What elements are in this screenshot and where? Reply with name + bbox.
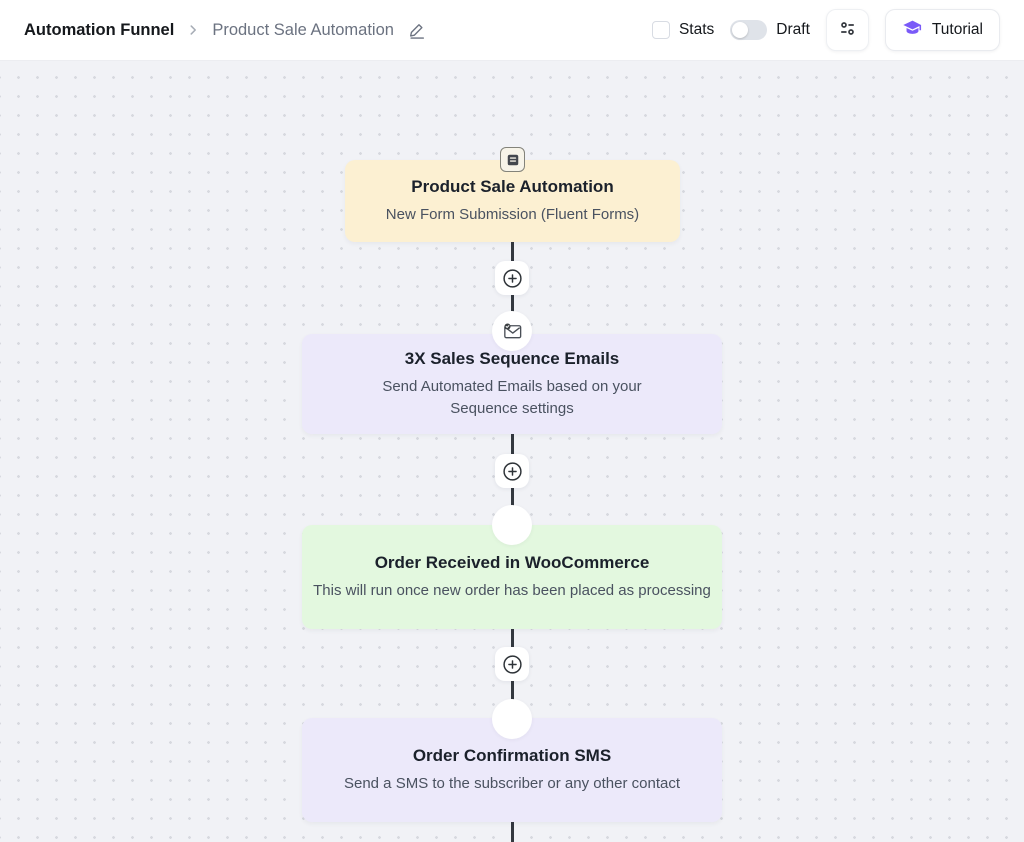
node-subtitle: This will run once new order has been pl…: [313, 581, 711, 599]
email-check-icon: [492, 311, 532, 351]
node-title: 3X Sales Sequence Emails: [404, 349, 620, 369]
node-title: Product Sale Automation: [411, 176, 614, 196]
node-woocommerce-benchmark[interactable]: Order Received in WooCommerce This will …: [302, 525, 722, 629]
node-trigger[interactable]: Product Sale Automation New Form Submiss…: [345, 160, 680, 242]
toggle-knob: [732, 22, 749, 38]
add-step-button[interactable]: [495, 454, 529, 488]
tutorial-button[interactable]: Tutorial: [884, 9, 1000, 51]
node-subtitle: Send a SMS to the subscriber or any othe…: [343, 774, 680, 792]
node-title: Order Confirmation SMS: [412, 745, 612, 765]
stats-checkbox[interactable]: [651, 21, 670, 39]
sliders-icon: [837, 18, 858, 42]
white-circle-connector: [492, 505, 532, 545]
breadcrumb-current: Product Sale Automation: [212, 20, 394, 39]
tutorial-button-label: Tutorial: [931, 21, 983, 38]
node-title: Order Received in WooCommerce: [374, 552, 650, 572]
node-subtitle: New Form Submission (Fluent Forms): [385, 205, 640, 223]
header-bar: Automation Funnel Product Sale Automatio…: [0, 0, 1024, 61]
form-document-icon: [500, 147, 525, 172]
stats-label: Stats: [678, 21, 715, 38]
node-sequence-emails[interactable]: 3X Sales Sequence Emails Send Automated …: [302, 334, 722, 434]
chevron-right-icon: [186, 23, 200, 37]
graduation-cap-icon: [902, 18, 923, 42]
breadcrumb-root[interactable]: Automation Funnel: [24, 20, 175, 39]
white-circle-connector: [492, 699, 532, 739]
settings-sliders-button[interactable]: [825, 9, 869, 51]
node-subtitle: Send Automated Emails based on your Sequ…: [382, 378, 642, 417]
stats-control: Stats: [651, 21, 715, 39]
draft-label: Draft: [776, 21, 810, 38]
draft-control: Draft: [730, 20, 810, 40]
breadcrumb: Automation Funnel Product Sale Automatio…: [24, 21, 426, 40]
header-actions: Stats Draft Tutorial: [651, 9, 1000, 51]
edit-pencil-icon[interactable]: [408, 21, 426, 39]
add-step-button[interactable]: [495, 261, 529, 295]
funnel-canvas: Product Sale Automation New Form Submiss…: [0, 61, 1024, 842]
add-step-button[interactable]: [495, 647, 529, 681]
draft-toggle[interactable]: [730, 20, 768, 40]
